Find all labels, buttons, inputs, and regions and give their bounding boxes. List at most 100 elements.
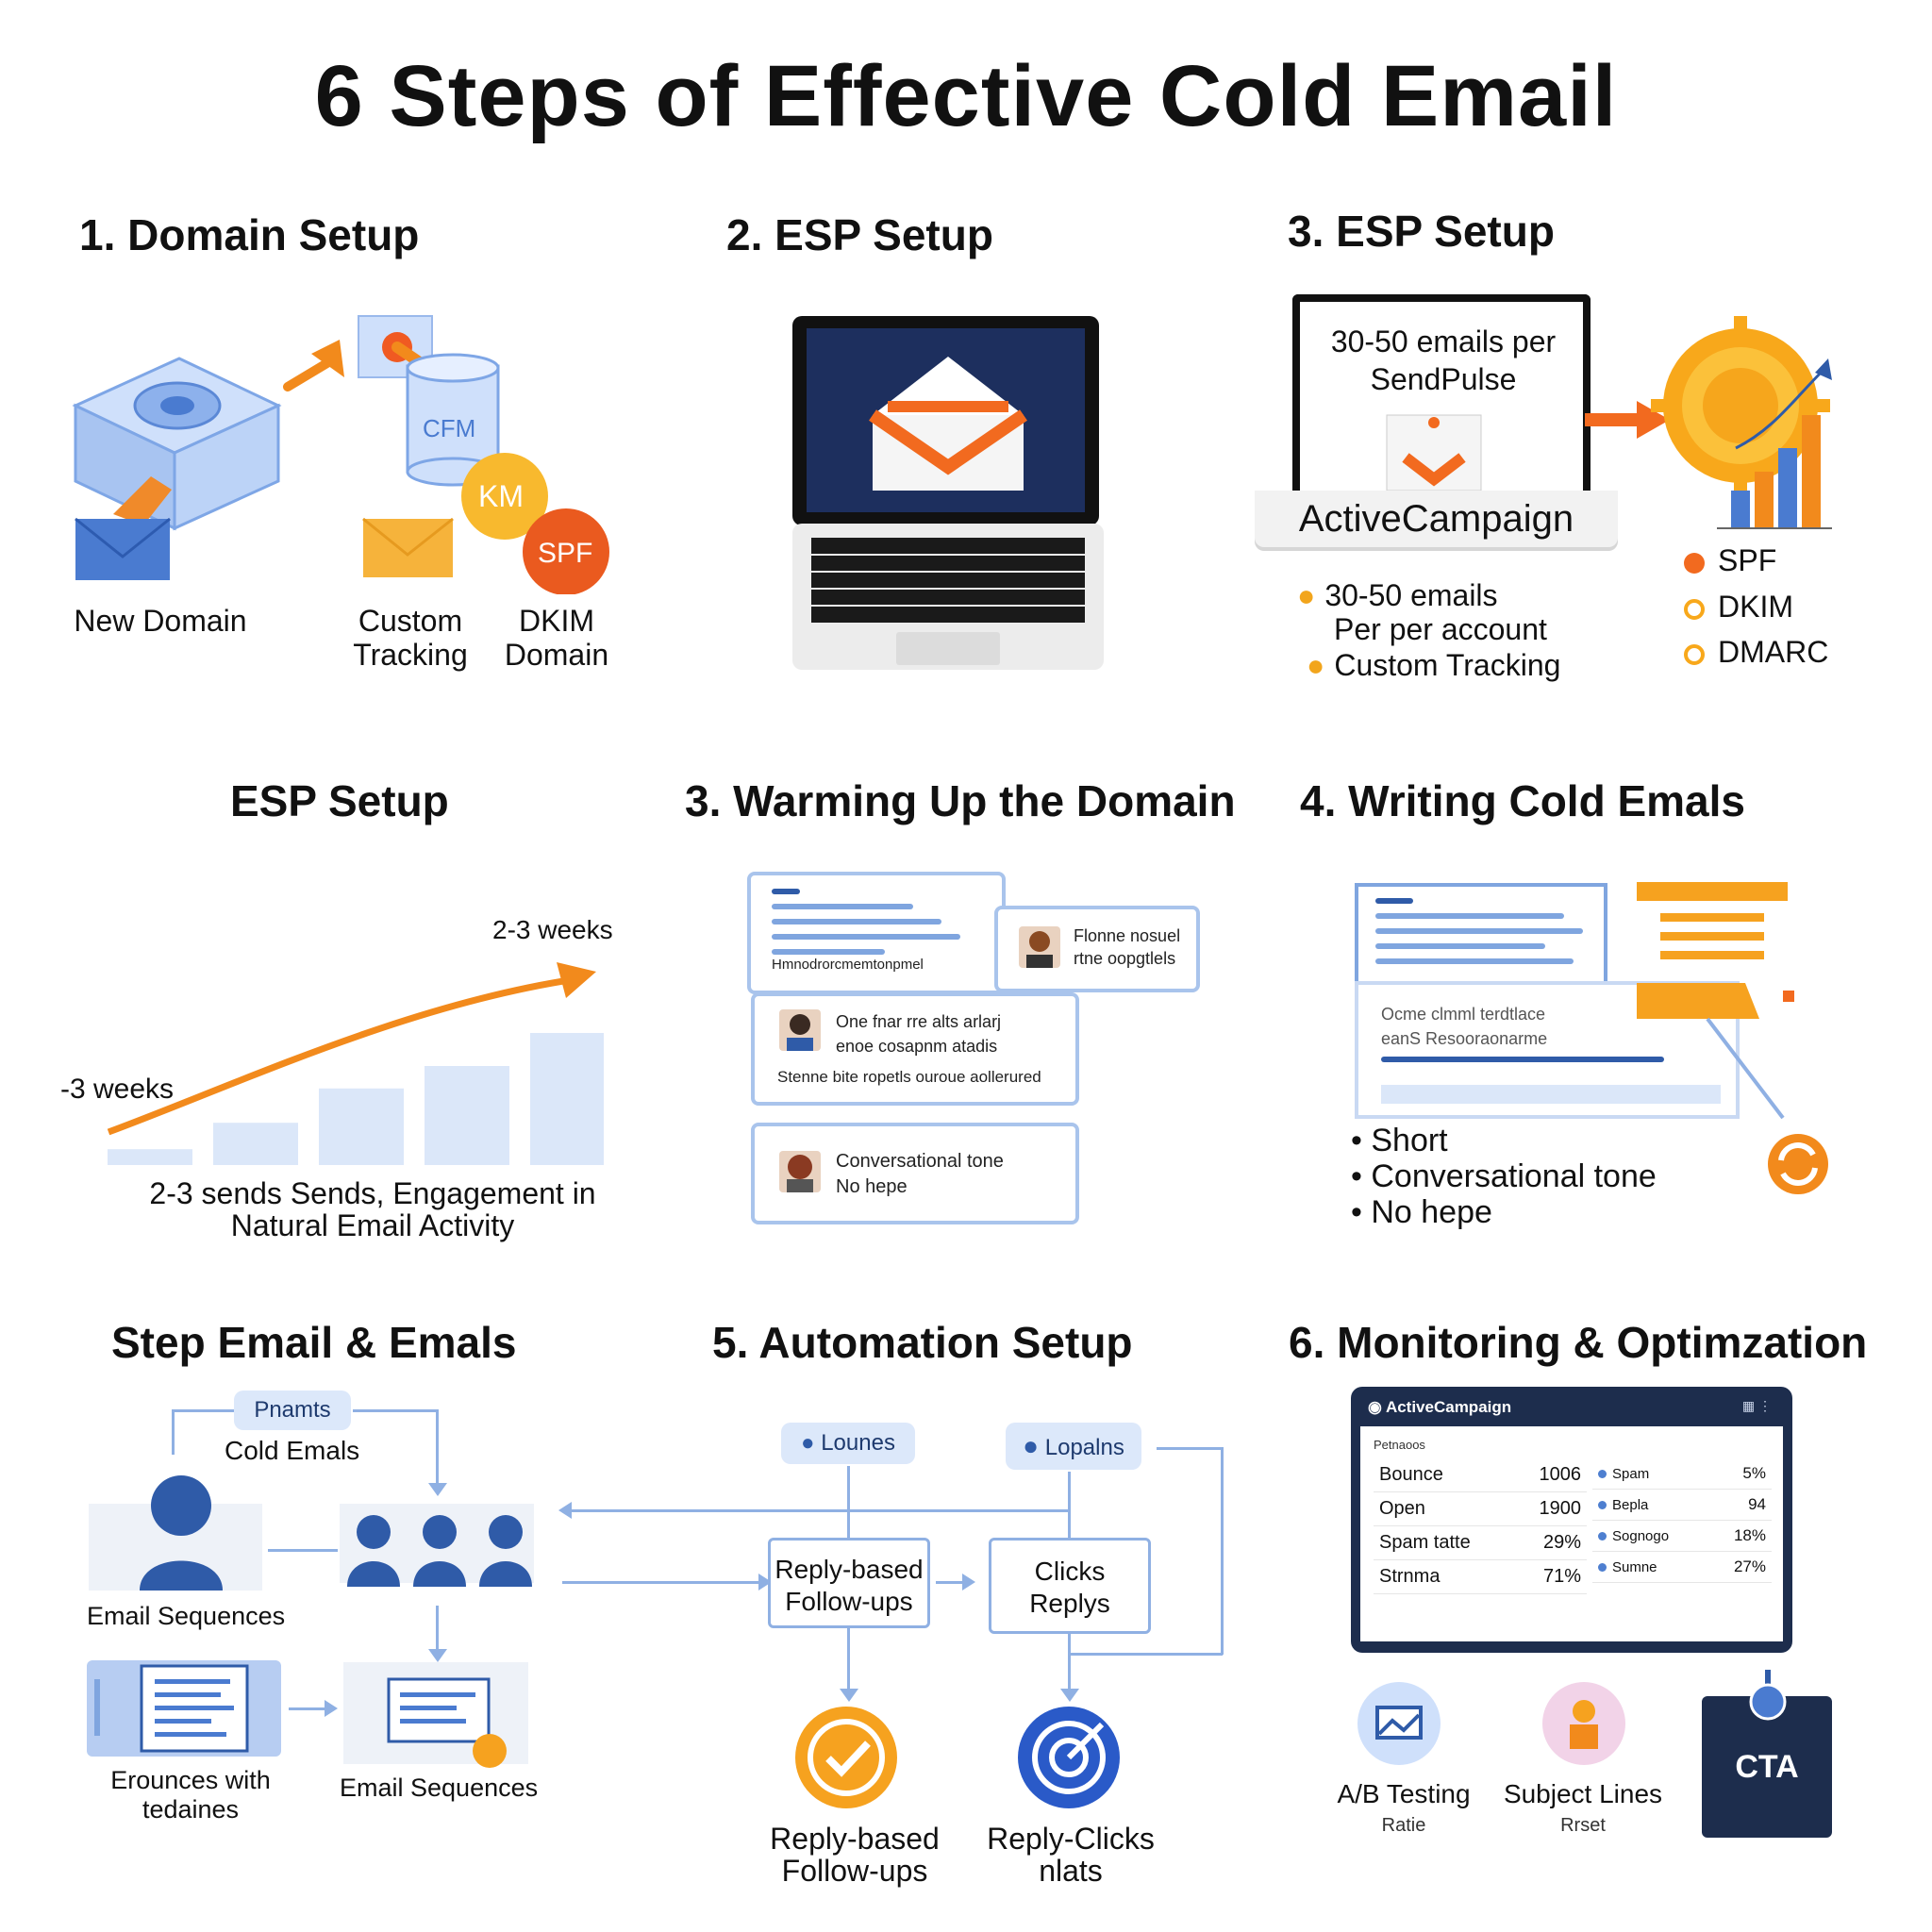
spf-dot-icon: [1684, 552, 1705, 574]
pill-lounes[interactable]: ● Lounes: [781, 1423, 915, 1464]
brand-activecampaign: ActiveCampaign: [1298, 498, 1574, 540]
section-writing-title: 4. Writing Cold Emals: [1300, 776, 1745, 825]
label-email-sequences-1: Email Sequences: [87, 1602, 286, 1630]
document-tablet-icon: [87, 1660, 281, 1757]
esp-item-3: ●Custom Tracking: [1307, 648, 1561, 682]
subject-lines-icon: [1542, 1682, 1625, 1765]
legend-dmarc: DMARC: [1684, 634, 1828, 670]
refresh-icon: [1768, 1134, 1828, 1194]
warmup-bar: [530, 1033, 604, 1165]
label-ab-testing: A/B Testing: [1337, 1779, 1471, 1808]
label-reply-based: Reply-based Follow-ups: [770, 1822, 940, 1888]
box-reply-based[interactable]: Reply-based Follow-ups: [768, 1538, 930, 1628]
label-ab-sub: Ratie: [1381, 1815, 1426, 1836]
label-cold-emails: Cold Emals: [225, 1436, 360, 1465]
warmup-bar: [213, 1123, 298, 1165]
check-circle-icon: ●: [1307, 648, 1325, 682]
small-envelope-icon: [1386, 414, 1482, 491]
label-subject-sub: Rrset: [1560, 1815, 1606, 1836]
target-icon: [1018, 1707, 1120, 1808]
group-icon: [347, 1515, 532, 1587]
pill-prompts: Pnamts: [234, 1391, 351, 1430]
envelope-orange-icon: [362, 517, 454, 577]
label-email-sequences-2: Email Sequences: [340, 1774, 539, 1802]
legend-spf: SPF: [1684, 542, 1776, 578]
label-custom-tracking: Custom Tracking: [353, 604, 468, 672]
envelope-blue-icon: [75, 517, 171, 580]
dkim-ring-icon: [1684, 598, 1705, 620]
warmup-bar: [425, 1066, 509, 1165]
laptop-envelope-icon: [792, 316, 1104, 670]
label-reply-clicks: Reply-Clicks nlats: [987, 1822, 1155, 1888]
screen-text: 30-50 emails per SendPulse: [1330, 325, 1557, 396]
bullet-no-hype: No hepe: [1371, 1194, 1492, 1230]
avatar: [1019, 926, 1060, 968]
esp-item-1: ●30-50 emails: [1297, 578, 1498, 612]
avatar: [779, 1009, 821, 1051]
pill-lopalns[interactable]: ● Lopalns: [1006, 1423, 1141, 1470]
hand-pointer-icon: [113, 476, 172, 525]
laptop-screen: [1292, 294, 1591, 509]
dot-icon: ●: [1023, 1431, 1040, 1460]
growth-arrow-head: [557, 962, 596, 998]
legend-dkim: DKIM: [1684, 589, 1793, 625]
label-2-3-weeks: 2-3 weeks: [492, 915, 613, 944]
section-esp-setup-2-title: 3. ESP Setup: [1288, 207, 1555, 256]
cloud-icon: ●: [801, 1430, 815, 1456]
avatar: [779, 1151, 821, 1192]
label-dkim-domain: DKIM Domain: [504, 604, 609, 672]
section-esp-setup-3-title: ESP Setup: [230, 776, 449, 825]
main-title: 6 Steps of Effective Cold Email: [314, 48, 1618, 144]
warmup-bar: [108, 1149, 192, 1165]
email-mock-top: [1355, 883, 1607, 985]
dashboard-brand: ◉ ActiveCampaign: [1368, 1398, 1512, 1416]
svg-text:KM: KM: [478, 479, 524, 513]
gear-growth-chart-icon: [1585, 316, 1832, 529]
writing-bullets: • Short • Conversational tone • No hepe: [1351, 1123, 1657, 1230]
km-badge-icon: [461, 453, 548, 540]
tag-pin-icon: [1749, 1670, 1787, 1721]
bullet-conversational: Conversational tone: [1371, 1158, 1657, 1194]
check-badge-icon: [795, 1707, 897, 1808]
label-3-weeks: -3 weeks: [60, 1074, 175, 1105]
bullet-short: Short: [1371, 1123, 1448, 1158]
section-monitoring-title: 6. Monitoring & Optimzation: [1289, 1318, 1868, 1367]
section-esp-setup-title: 2. ESP Setup: [726, 210, 993, 259]
cfm-label: CFM: [423, 414, 475, 442]
svg-text:SPF: SPF: [538, 538, 592, 569]
warmup-caption: 2-3 sends Sends, Engagement in Natural E…: [149, 1176, 596, 1242]
box-clicks-replys[interactable]: Clicks Replys: [989, 1538, 1151, 1634]
person-icon: [140, 1475, 223, 1591]
server-box-icon: [72, 357, 282, 531]
logo-icon: ◉: [1368, 1398, 1382, 1416]
spf-badge-icon: [523, 508, 609, 594]
label-erounces: Erounces with tedaines: [110, 1766, 271, 1824]
warmup-growth-chart: [107, 962, 604, 1165]
dmarc-ring-icon: [1684, 643, 1705, 665]
person-icon: ●: [1297, 578, 1316, 612]
laptop-base: [1255, 491, 1618, 547]
cta-label: CTA: [1735, 1749, 1799, 1785]
ab-testing-icon: [1357, 1682, 1441, 1765]
dashboard-controls-icon[interactable]: ▦ ⋮: [1741, 1398, 1772, 1413]
writing-decor: [1637, 882, 1828, 1194]
esp-item-2: Per per account: [1334, 612, 1547, 646]
label-subject-lines: Subject Lines: [1503, 1779, 1663, 1808]
warmup-bar: [319, 1088, 404, 1165]
database-cylinder-icon: [406, 353, 500, 487]
section-domain-setup-title: 1. Domain Setup: [79, 210, 420, 259]
section-automation-title: 5. Automation Setup: [712, 1318, 1133, 1367]
warm-card-1: Hmnodrorcmemtonpmel: [747, 872, 1006, 994]
email-sequence-icon: [343, 1662, 528, 1768]
section-warming-title: 3. Warming Up the Domain: [685, 776, 1236, 825]
section-step-email-title: Step Email & Emals: [111, 1318, 517, 1367]
label-new-domain: New Domain: [74, 604, 247, 638]
domain-setup-illustration: CFM KM SPF: [72, 315, 609, 594]
cta-card[interactable]: CTA: [1702, 1696, 1832, 1838]
